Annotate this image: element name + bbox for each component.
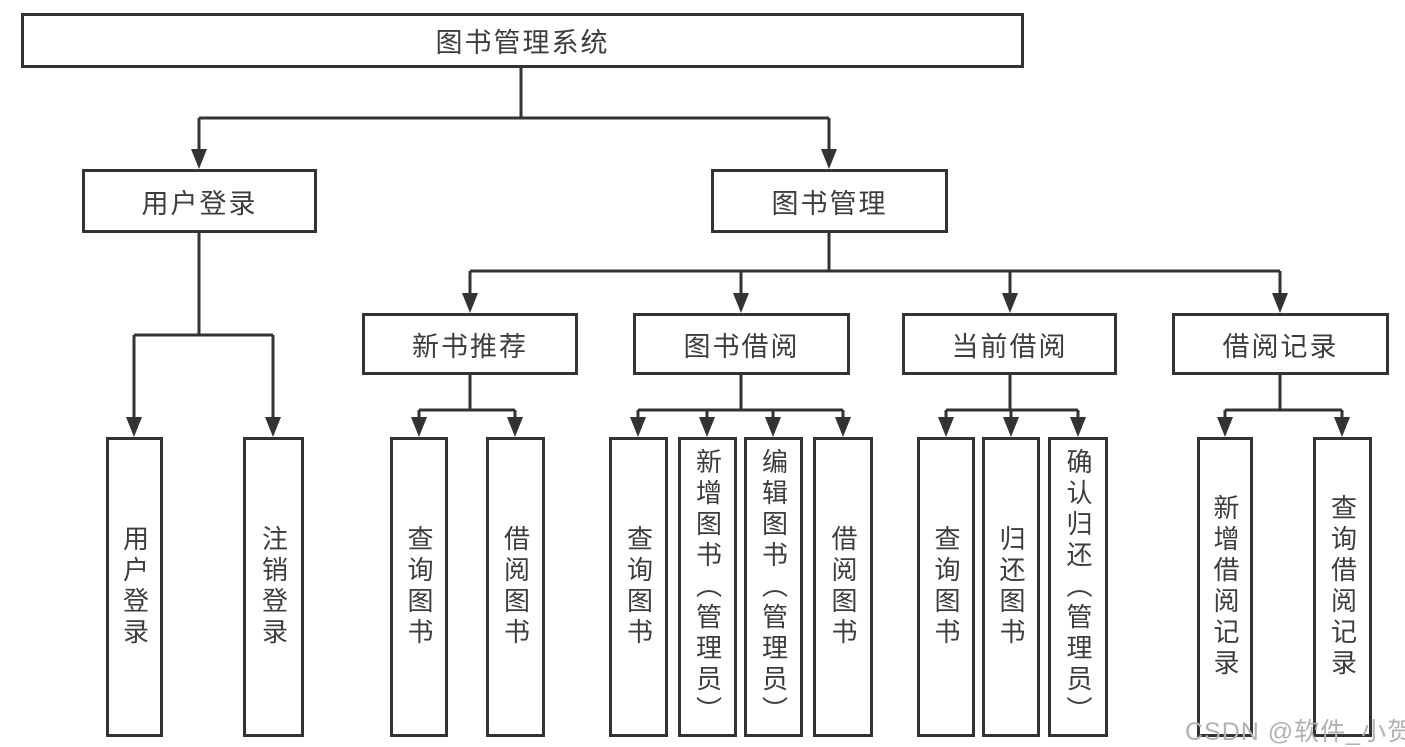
leaf-edit-book-admin: 编辑图书（管理员） xyxy=(744,437,803,737)
leaf-query-borrow-record: 查询借阅记录 xyxy=(1313,437,1372,737)
leaf-logout: 注销登录 xyxy=(243,437,304,737)
node-new-book-recommend: 新书推荐 xyxy=(362,313,578,375)
leaf-current-query-books-label: 查询图书 xyxy=(931,525,961,649)
leaf-recommend-borrow-books-label: 借阅图书 xyxy=(500,525,531,649)
leaf-current-query-books: 查询图书 xyxy=(917,437,975,737)
node-borrow-records: 借阅记录 xyxy=(1172,313,1389,375)
leaf-add-borrow-record: 新增借阅记录 xyxy=(1197,437,1253,737)
leaf-borrowing-borrow-books-label: 借阅图书 xyxy=(828,525,858,649)
node-current-borrowing: 当前借阅 xyxy=(902,313,1117,375)
node-library-system: 图书管理系统 xyxy=(21,13,1024,68)
leaf-add-book-admin: 新增图书（管理员） xyxy=(678,437,737,737)
leaf-user-login-label: 用户登录 xyxy=(119,525,150,649)
leaf-return-books-label: 归还图书 xyxy=(996,525,1026,649)
leaf-borrowing-borrow-books: 借阅图书 xyxy=(813,437,873,737)
leaf-recommend-borrow-books: 借阅图书 xyxy=(486,437,545,737)
node-book-borrowing: 图书借阅 xyxy=(633,313,850,375)
leaf-edit-book-admin-label: 编辑图书（管理员） xyxy=(758,447,789,727)
node-user-login: 用户登录 xyxy=(82,169,317,233)
leaf-recommend-query-books: 查询图书 xyxy=(390,437,448,737)
node-book-management: 图书管理 xyxy=(711,169,948,233)
leaf-return-books: 归还图书 xyxy=(982,437,1040,737)
leaf-confirm-return-admin-label: 确认归还（管理员） xyxy=(1063,447,1093,727)
leaf-recommend-query-books-label: 查询图书 xyxy=(404,525,434,649)
leaf-add-book-admin-label: 新增图书（管理员） xyxy=(692,447,723,727)
leaf-confirm-return-admin: 确认归还（管理员） xyxy=(1048,437,1108,737)
leaf-query-borrow-record-label: 查询借阅记录 xyxy=(1327,494,1358,680)
watermark: CSDN @软件_小贺同学 xyxy=(1185,718,1405,746)
leaf-user-login: 用户登录 xyxy=(106,437,163,737)
leaf-borrowing-query-books-label: 查询图书 xyxy=(623,525,654,649)
leaf-add-borrow-record-label: 新增借阅记录 xyxy=(1210,494,1240,680)
leaf-logout-label: 注销登录 xyxy=(258,525,289,649)
leaf-borrowing-query-books: 查询图书 xyxy=(609,437,668,737)
